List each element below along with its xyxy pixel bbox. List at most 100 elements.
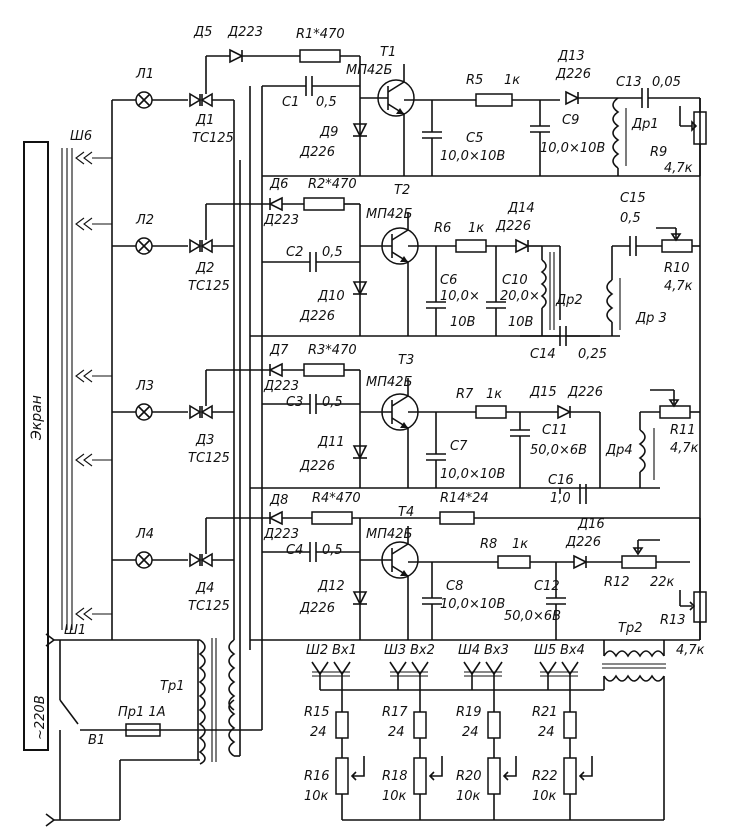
vx2-label: Вх2 xyxy=(410,643,435,658)
d14-type: Д226 xyxy=(495,219,531,234)
d14-label: Д14 xyxy=(507,201,535,216)
lamp-l1: Л1 xyxy=(112,67,188,109)
mains-label: ~220В xyxy=(33,695,48,740)
c2-val: 0,5 xyxy=(322,245,343,260)
d2-label: Д2 xyxy=(195,261,214,276)
c6-val2: 10В xyxy=(450,315,476,330)
c10-val1: 20,0× xyxy=(500,289,540,304)
c13-val: 0,05 xyxy=(652,75,681,90)
c12-label: С12 xyxy=(534,579,560,594)
sh2-label: Ш2 xyxy=(306,643,328,658)
t1-label: Т1 xyxy=(380,45,396,60)
r15-label: R15 xyxy=(304,705,330,720)
r9-val: 4,7к xyxy=(664,161,693,176)
d12-type: Д226 xyxy=(299,601,335,616)
c9-label: С9 xyxy=(562,113,579,128)
c4-label: С4 xyxy=(286,543,303,558)
l4-label: Л4 xyxy=(135,527,154,542)
r22-label: R22 xyxy=(532,769,558,784)
c15-val: 0,5 xyxy=(620,211,641,226)
c16-val: 1,0 xyxy=(550,491,571,506)
d5-type: Д223 xyxy=(227,25,263,40)
b1-label: В1 xyxy=(88,733,105,748)
lamp-l3: Л3 xyxy=(112,379,188,421)
c4-val: 0,5 xyxy=(322,543,343,558)
r7-val: 1к xyxy=(486,387,502,402)
r1-label: R1*470 xyxy=(296,27,345,42)
d10-type: Д226 xyxy=(299,309,335,324)
vx3-label: Вх3 xyxy=(484,643,509,658)
r5-label: R5 xyxy=(466,73,483,88)
input-vx3: Ш4 Вх3 R19 24 R20 10к xyxy=(456,643,517,820)
d4-label: Д4 xyxy=(195,581,214,596)
d15-label: Д15 xyxy=(529,385,557,400)
c3-label: С3 xyxy=(286,395,303,410)
c16-label: С16 xyxy=(548,473,574,488)
channel-3: Д7 Д223 R3*470 С3 0,5 Д11 Д226 Т3 МП42Б … xyxy=(206,343,700,506)
sh5-label: Ш5 xyxy=(534,643,556,658)
d1-type: ТС125 xyxy=(192,131,234,146)
c2-label: С2 xyxy=(286,245,303,260)
r12-val: 22к xyxy=(650,575,675,590)
r11-val: 4,7к xyxy=(670,441,699,456)
sh3-label: Ш3 xyxy=(384,643,406,658)
thyristor-d1: Д1 ТС125 xyxy=(189,56,234,146)
sh4-label: Ш4 xyxy=(458,643,480,658)
thyristor-d2: Д2 ТС125 xyxy=(188,204,234,294)
r6-val: 1к xyxy=(468,221,484,236)
c14-val: 0,25 xyxy=(578,347,607,362)
vx4-label: Вх4 xyxy=(560,643,585,658)
screen-label: Экран xyxy=(29,395,45,441)
t3-label: Т3 xyxy=(398,353,414,368)
r2-label: R2*470 xyxy=(308,177,357,192)
r20-val: 10к xyxy=(456,789,481,804)
input-vx1: Ш2 Вх1 R15 24 R16 10к xyxy=(304,643,365,820)
d6-type: Д223 xyxy=(263,213,299,228)
d11-label: Д11 xyxy=(317,435,345,450)
l3-label: Л3 xyxy=(135,379,154,394)
r11-label: R11 xyxy=(670,423,696,438)
d9-type: Д226 xyxy=(299,145,335,160)
t1-type: МП42Б xyxy=(346,63,393,78)
d8-label: Д8 xyxy=(269,493,288,508)
dr3-label: Др 3 xyxy=(635,311,667,326)
d4-type: ТС125 xyxy=(188,599,230,614)
r4-label: R4*470 xyxy=(312,491,361,506)
c11-label: С11 xyxy=(542,423,568,438)
r7-label: R7 xyxy=(456,387,474,402)
c5-val: 10,0×10В xyxy=(440,149,505,164)
lamp-l2: Л2 xyxy=(112,213,188,255)
d13-label: Д13 xyxy=(557,49,585,64)
r9-label: R9 xyxy=(650,145,667,160)
mains-input: ~220В В1 Пр1 1А xyxy=(33,633,200,827)
r17-label: R17 xyxy=(382,705,408,720)
c13-label: С13 xyxy=(616,75,642,90)
tr1-label: Тр1 xyxy=(160,679,184,694)
c9-val: 10,0×10В xyxy=(540,141,605,156)
d16-label: Д16 xyxy=(577,517,605,532)
r6-label: R6 xyxy=(434,221,451,236)
d16-type: Д226 xyxy=(565,535,601,550)
d5-label: Д5 xyxy=(193,25,212,40)
r22-val: 10к xyxy=(532,789,557,804)
l1-label: Л1 xyxy=(135,67,154,82)
r21-label: R21 xyxy=(532,705,558,720)
d11-type: Д226 xyxy=(299,459,335,474)
d13-type: Д226 xyxy=(555,67,591,82)
r19-val: 24 xyxy=(462,725,479,740)
c15-label: С15 xyxy=(620,191,646,206)
input-vx2: Ш3 Вх2 R17 24 R18 10к xyxy=(382,643,443,820)
t2-label: Т2 xyxy=(394,183,410,198)
c6-label: С6 xyxy=(440,273,457,288)
tr2-label: Тр2 xyxy=(618,621,642,636)
r18-label: R18 xyxy=(382,769,408,784)
lamp-l4: Л4 xyxy=(112,527,188,569)
d15-type: Д226 xyxy=(567,385,603,400)
d8-type: Д223 xyxy=(263,527,299,542)
c12-val: 50,0×6В xyxy=(504,609,561,624)
r8-label: R8 xyxy=(480,537,497,552)
c7-val: 10,0×10В xyxy=(440,467,505,482)
d9-label: Д9 xyxy=(319,125,338,140)
d12-label: Д12 xyxy=(317,579,345,594)
screen-panel: Экран xyxy=(23,141,49,751)
